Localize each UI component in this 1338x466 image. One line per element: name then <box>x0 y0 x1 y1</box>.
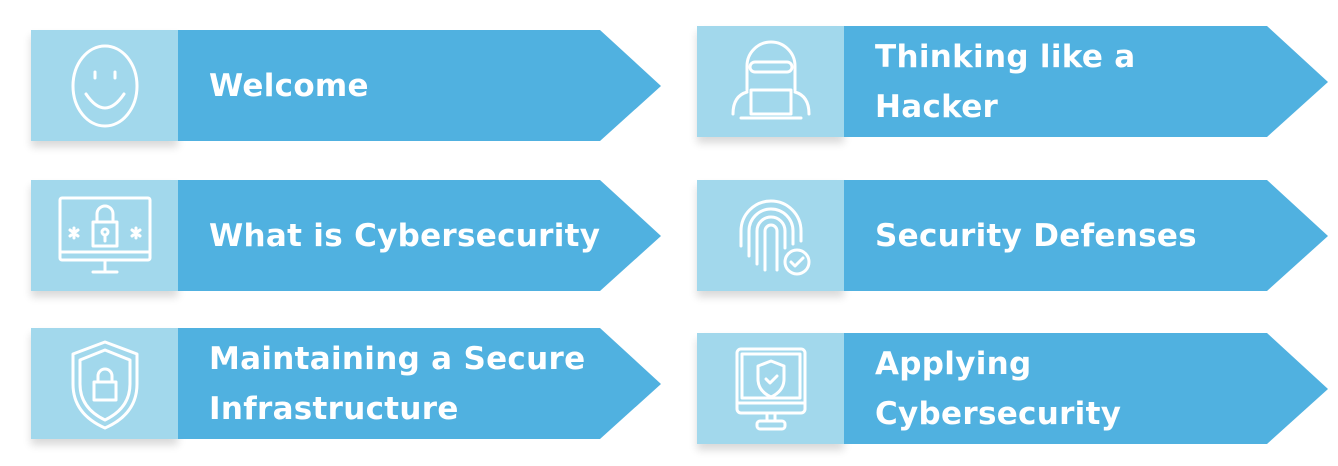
arrow-shape <box>844 26 1328 137</box>
card-label: Maintaining a Secure Infrastructure <box>209 340 586 427</box>
icon-box <box>697 26 844 137</box>
arrow-shape <box>178 30 661 141</box>
icon-box <box>697 180 844 291</box>
card-maintaining-secure-infrastructure[interactable]: Maintaining a Secure Infrastructure <box>31 328 661 439</box>
card-label: Welcome <box>209 67 369 104</box>
card-welcome[interactable]: Welcome <box>31 30 661 141</box>
card-security-defenses[interactable]: Security Defenses <box>697 180 1328 291</box>
arrow-shape <box>178 328 661 439</box>
card-applying-cybersecurity[interactable]: Applying Cybersecurity <box>697 333 1328 444</box>
icon-box <box>31 180 178 291</box>
icon-box <box>31 30 178 141</box>
icon-box <box>31 328 178 439</box>
card-label: Security Defenses <box>875 217 1197 254</box>
card-what-is-cybersecurity[interactable]: What is Cybersecurity <box>31 180 661 291</box>
icon-box <box>697 333 844 444</box>
shield-lock-icon <box>71 340 138 429</box>
card-label: Applying Cybersecurity <box>875 345 1122 432</box>
monitor-shield-icon <box>735 347 806 430</box>
card-label: Thinking like a Hacker <box>875 38 1136 125</box>
hacker-laptop-icon <box>731 40 810 119</box>
arrow-shape <box>844 333 1328 444</box>
arrow-shape <box>844 180 1328 291</box>
smiley-icon <box>71 44 138 127</box>
fingerprint-check-icon <box>739 199 810 275</box>
card-label: What is Cybersecurity <box>209 217 601 254</box>
card-thinking-like-a-hacker[interactable]: Thinking like a Hacker <box>697 26 1328 137</box>
monitor-lock-icon <box>58 196 151 273</box>
arrow-shape <box>178 180 661 291</box>
